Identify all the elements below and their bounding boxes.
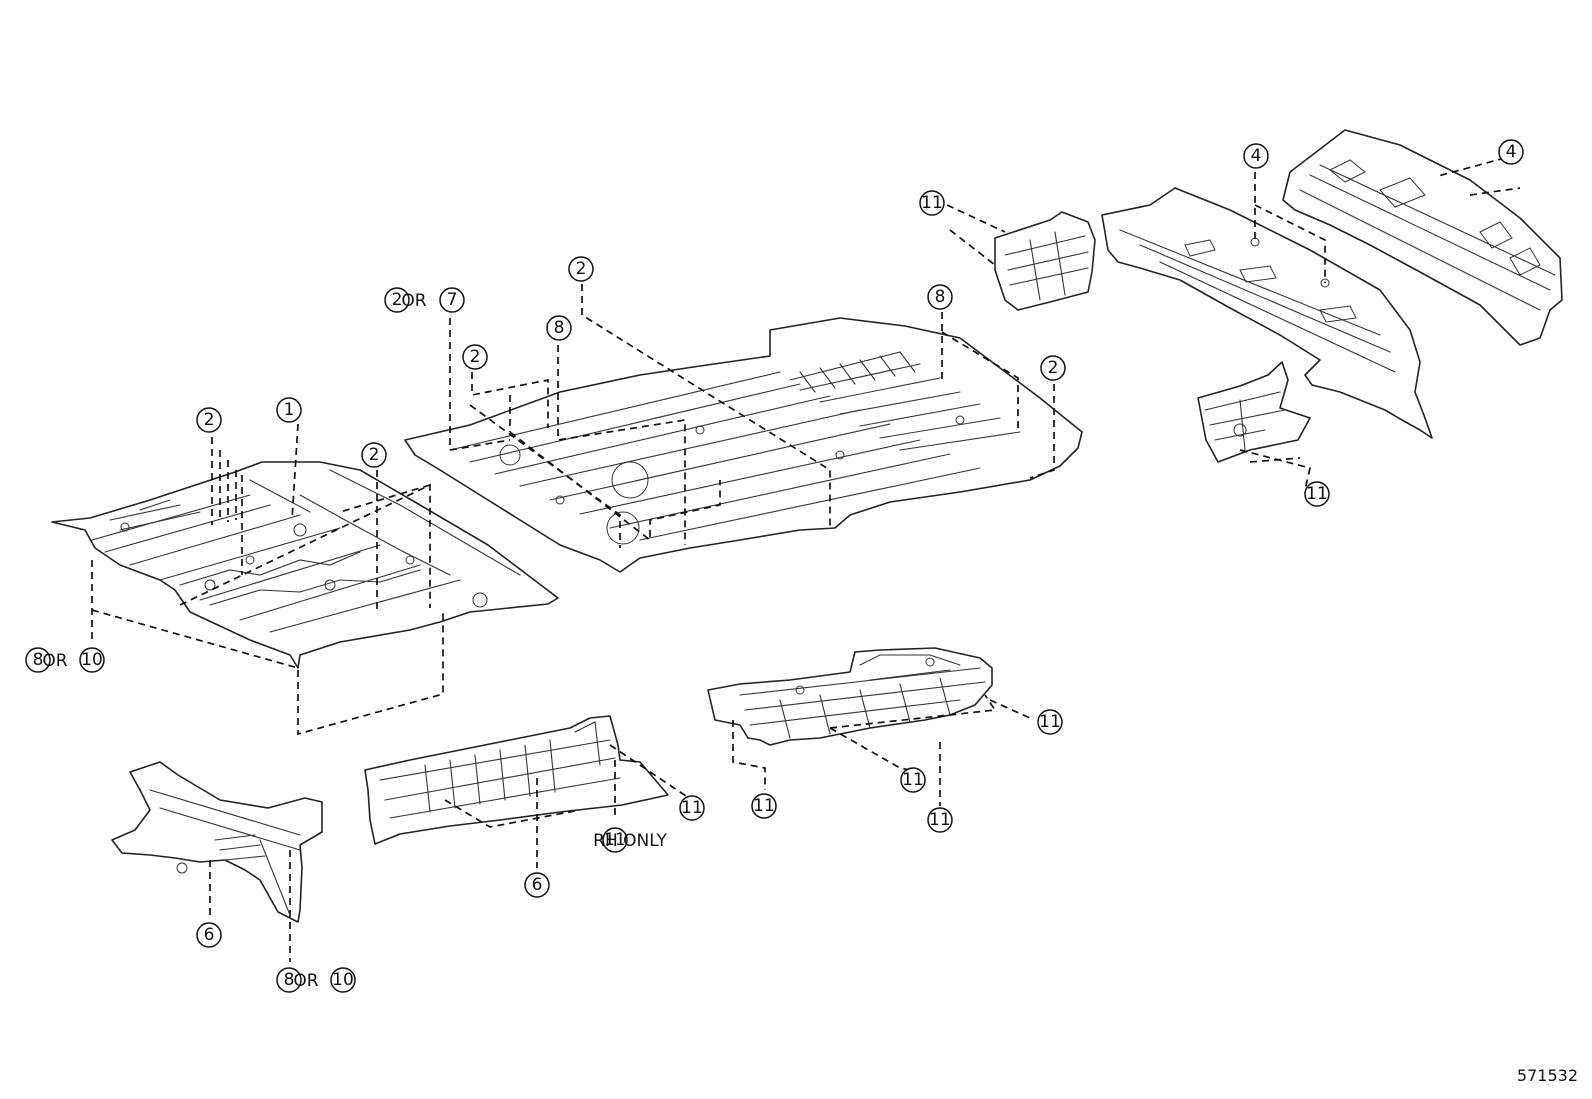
callout-8-or-10-front-floor: 8 OR 10 [25, 647, 105, 673]
callout-8-rear-floor-left: 8 [546, 315, 572, 341]
callout-number: 8 [284, 970, 295, 990]
callout-number: 6 [532, 875, 543, 895]
callout-number: 2 [369, 445, 380, 465]
callout-2-rear-floor-top: 2 [568, 256, 594, 282]
callout-2-rear-floor-left: 2 [462, 344, 488, 370]
callout-8-or-10-side-member: 8 OR 10 [276, 967, 356, 993]
callout-number: 2 [204, 410, 215, 430]
callout-number: 2 [576, 259, 587, 279]
callout-number: 11 [929, 810, 951, 830]
lower-corner-bracket [1197, 361, 1311, 463]
callout-number: 10 [81, 650, 103, 670]
rear-floor-pan [404, 317, 1083, 573]
callout-number: 2 [392, 290, 403, 310]
rh-only-note: RH ONLY [593, 831, 667, 851]
callout-11-lower-bracket: 11 [1304, 481, 1330, 507]
callout-11-upper-bracket: 11 [919, 190, 945, 216]
callout-number: 2 [1048, 358, 1059, 378]
rocker-side-sill [364, 715, 669, 845]
callout-11-rocker: 11 [679, 795, 705, 821]
callout-8-rear-floor-right: 8 [927, 284, 953, 310]
callout-number: 8 [554, 318, 565, 338]
callout-2-or-7-rear-floor: 2 OR 7 [384, 287, 465, 313]
callout-number: 1 [284, 400, 295, 420]
callout-number: 7 [447, 290, 458, 310]
callout-1-front-floor: 1 [276, 397, 302, 423]
front-side-member [111, 761, 323, 923]
rear-crossmember [1101, 187, 1433, 439]
or-label: OR [401, 291, 426, 311]
or-label: OR [293, 971, 318, 991]
callout-number: 4 [1251, 146, 1262, 166]
rear-floor-side-panel [707, 647, 993, 746]
upper-corner-bracket [994, 211, 1096, 311]
callout-number: 4 [1506, 142, 1517, 162]
callout-number: 11 [753, 796, 775, 816]
callout-6-rocker: 6 [524, 872, 550, 898]
or-label: OR [42, 651, 67, 671]
rear-body-panel [1282, 129, 1563, 346]
leader-lines [91, 157, 1521, 962]
callout-number: 11 [1306, 484, 1328, 504]
callout-number: 11 [921, 193, 943, 213]
callout-4-rear-panel: 4 [1498, 139, 1524, 165]
callout-number: 8 [33, 650, 44, 670]
callout-11-side-panel-bottom: 11 [927, 807, 953, 833]
callout-11-rh-only: 11 RH ONLY [593, 827, 667, 853]
front-floor-pan [51, 461, 559, 669]
callout-number: 10 [332, 970, 354, 990]
callout-11-side-panel-left: 11 [751, 793, 777, 819]
callout-6-side-member: 6 [196, 922, 222, 948]
callout-number: 8 [935, 287, 946, 307]
callout-number: 11 [902, 770, 924, 790]
callout-number: 6 [204, 925, 215, 945]
callout-number: 11 [604, 830, 626, 850]
diagram-reference-code: 571532 [1516, 1066, 1578, 1085]
callout-11-side-panel-mid: 11 [900, 767, 926, 793]
callouts: 1 2 2 8 OR 10 6 8 OR 10 6 11 11 RH ONLY … [25, 139, 1524, 993]
callout-number: 2 [470, 347, 481, 367]
callout-2-front-floor-left: 2 [196, 407, 222, 433]
callout-2-front-floor-right: 2 [361, 442, 387, 468]
callout-4-crossmember: 4 [1243, 143, 1269, 169]
callout-2-rear-floor-right: 2 [1040, 355, 1066, 381]
callout-number: 11 [681, 798, 703, 818]
callout-11-side-panel-right: 11 [1037, 709, 1063, 735]
callout-number: 11 [1039, 712, 1061, 732]
